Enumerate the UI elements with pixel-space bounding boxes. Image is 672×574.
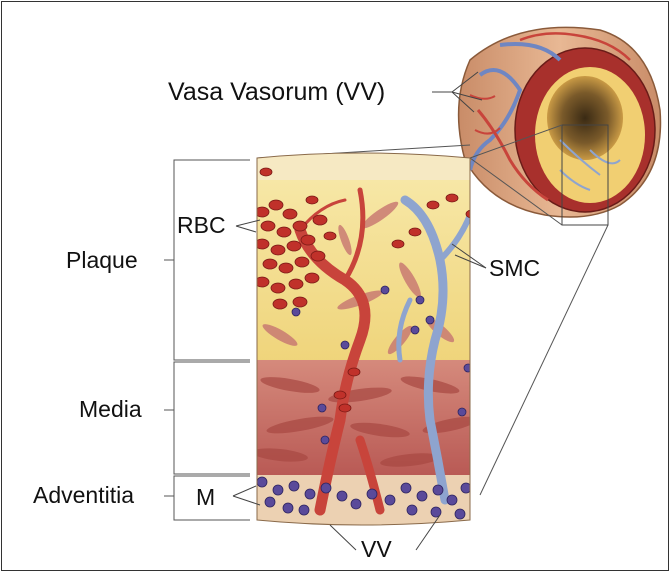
smc-label: SMC — [489, 257, 540, 280]
plaque-label: Plaque — [66, 249, 138, 272]
macrophage-label: M — [196, 486, 215, 509]
adventitia-label: Adventitia — [33, 484, 134, 507]
vv-label: VV — [361, 538, 392, 561]
media-label: Media — [79, 398, 142, 421]
wall-block — [250, 145, 480, 535]
vasa-vasorum-label: Vasa Vasorum (VV) — [168, 80, 385, 105]
rbc-label: RBC — [177, 214, 226, 237]
